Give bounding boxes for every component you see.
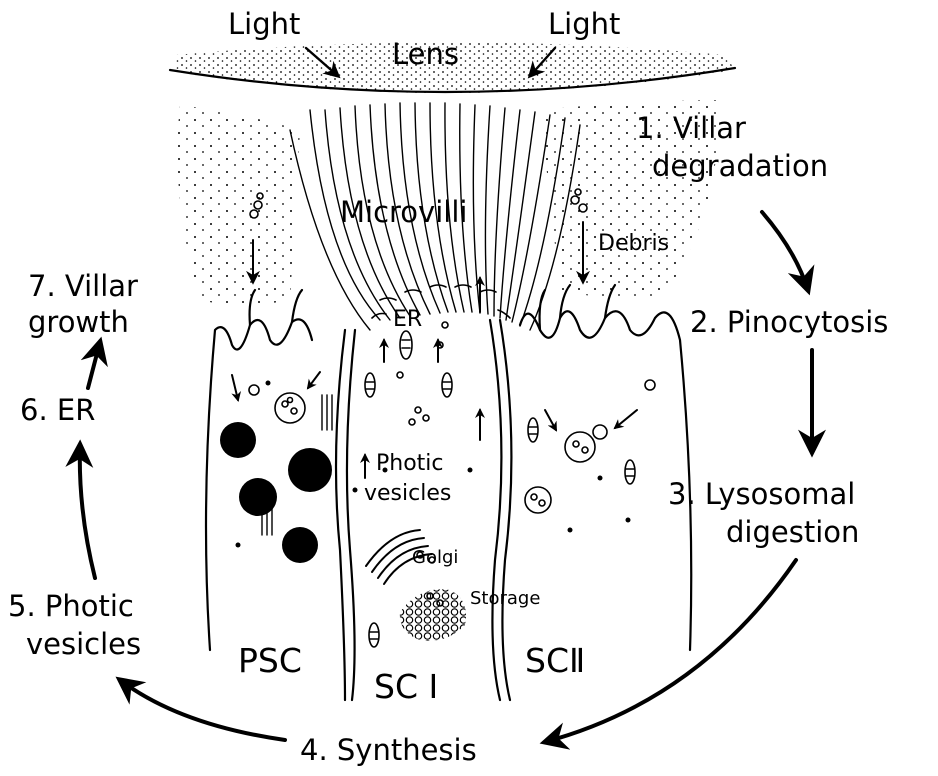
photic-label-line1: Photic (376, 451, 444, 476)
step3-line2: digestion (726, 515, 859, 549)
golgi-label: Golgi (412, 547, 458, 568)
step7-line2: growth (28, 305, 129, 339)
storage-granules (400, 589, 466, 641)
dark-granules (220, 422, 332, 563)
storage-label: Storage (470, 588, 540, 609)
step7-line1: 7. Villar (28, 269, 138, 303)
step6-label: 6. ER (20, 393, 95, 427)
debris-label: Debris (598, 231, 669, 256)
step3-line1: 3. Lysosomal (668, 477, 855, 511)
lens-label: Lens (392, 37, 459, 71)
step1-line2: degradation (652, 149, 828, 183)
light-left-label: Light (228, 7, 300, 41)
step5-line2: vesicles (26, 627, 141, 661)
step2-label: 2. Pinocytosis (690, 305, 888, 339)
psc-label: PSC (238, 641, 302, 680)
step1-line1: 1. Villar (636, 111, 746, 145)
sc1-label: SC I (374, 667, 438, 706)
step4-label: 4. Synthesis (300, 733, 477, 767)
sc2-label: SCⅡ (525, 641, 585, 680)
microvilli-label: Microvilli (340, 195, 467, 229)
light-right-label: Light (548, 7, 620, 41)
photic-label-line2: vesicles (364, 481, 451, 506)
debris-stipple-left (178, 105, 301, 305)
er-label: ER (393, 307, 422, 332)
step5-line1: 5. Photic (8, 589, 134, 623)
